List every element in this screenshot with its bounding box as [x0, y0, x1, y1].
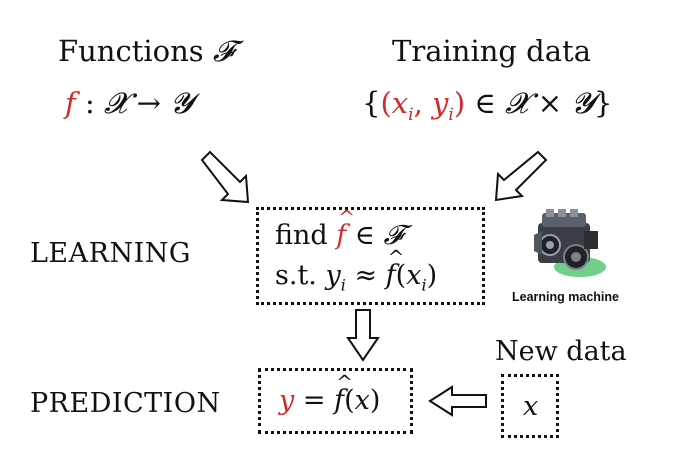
functions-title: Functions 𝓕 [58, 34, 235, 68]
training-set-rest: ∈ 𝓧 × 𝓨 [474, 86, 595, 120]
prediction-label: PREDICTION [30, 388, 221, 419]
learning-f-hat: f [336, 205, 355, 251]
learning-machine-caption: Learning machine [512, 290, 619, 304]
learning-box: find f ∈ 𝓕 s.t. yi ≈ f(xi) [256, 205, 485, 305]
engine-icon [534, 209, 606, 277]
function-mapping: f : 𝓧 → 𝓨 [65, 86, 193, 120]
learning-label: LEARNING [30, 238, 191, 269]
arrow-training-to-learning [494, 150, 548, 202]
mapping-f: f [65, 86, 76, 120]
new-data-title: New data [495, 336, 627, 367]
new-data-box: x [501, 374, 559, 438]
new-data-x: x [523, 391, 539, 422]
training-data-title: Training data [392, 34, 591, 68]
training-set: {(xi, yi) ∈ 𝓧 × 𝓨} [362, 86, 613, 125]
functions-symbol: 𝓕 [212, 34, 235, 68]
learning-line-1: find f ∈ 𝓕 [275, 205, 404, 252]
training-pair: (xi, yi) [380, 86, 466, 125]
arrow-newdata-to-prediction [428, 385, 487, 417]
prediction-equation: y = f(x) [279, 370, 380, 416]
learning-line-2: s.t. yi ≈ f(xi) [275, 245, 437, 294]
arrow-learning-to-prediction [346, 309, 380, 362]
prediction-box: y = f(x) [258, 368, 413, 434]
prediction-y: y [279, 385, 295, 416]
arrow-functions-to-learning [200, 150, 250, 204]
learning-line-1-rest: ∈ 𝓕 [354, 220, 404, 251]
